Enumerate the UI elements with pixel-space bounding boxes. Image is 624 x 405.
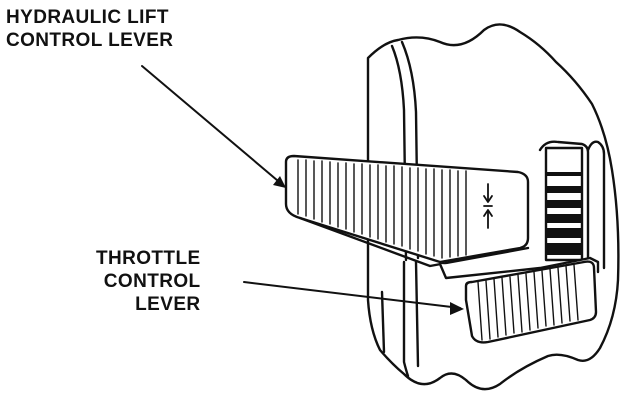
label-line: CONTROL (103, 271, 201, 292)
leader-throttle (243, 281, 464, 315)
label-throttle-control-lever: THROTTLE CONTROL LEVER (96, 247, 201, 316)
label-line: CONTROL LEVER (6, 30, 174, 51)
up-down-arrows-icon (483, 183, 493, 229)
panel-edge-left (380, 290, 386, 354)
throttle-slot-bars (546, 172, 582, 255)
label-line: HYDRAULIC LIFT (6, 7, 169, 28)
throttle-slot-stem (586, 140, 606, 270)
hydraulic-lever-underside (298, 216, 530, 268)
panel-groove-inner (400, 40, 420, 260)
label-line: LEVER (135, 294, 201, 315)
label-hydraulic-lift-control-lever: HYDRAULIC LIFT CONTROL LEVER (6, 6, 173, 52)
hydraulic-lever-ribs (297, 159, 467, 259)
leader-hydraulic (141, 65, 286, 188)
throttle-lever-arm (438, 256, 600, 280)
panel-edge-lower-2 (414, 260, 420, 368)
throttle-lever-body (464, 260, 598, 344)
console-housing (366, 23, 620, 391)
panel-edge-lower (402, 260, 410, 378)
label-line: THROTTLE (96, 248, 201, 269)
panel-groove-outer (390, 44, 408, 262)
throttle-lever-ribs (477, 264, 579, 341)
